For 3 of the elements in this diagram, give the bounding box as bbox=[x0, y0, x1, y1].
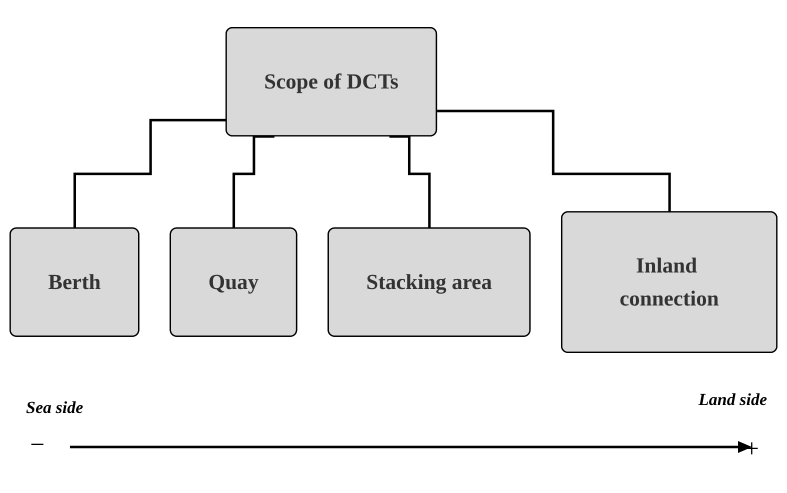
side-label: Land side bbox=[698, 390, 767, 410]
sign-label: − bbox=[30, 430, 45, 460]
side-label: Sea side bbox=[26, 398, 84, 418]
